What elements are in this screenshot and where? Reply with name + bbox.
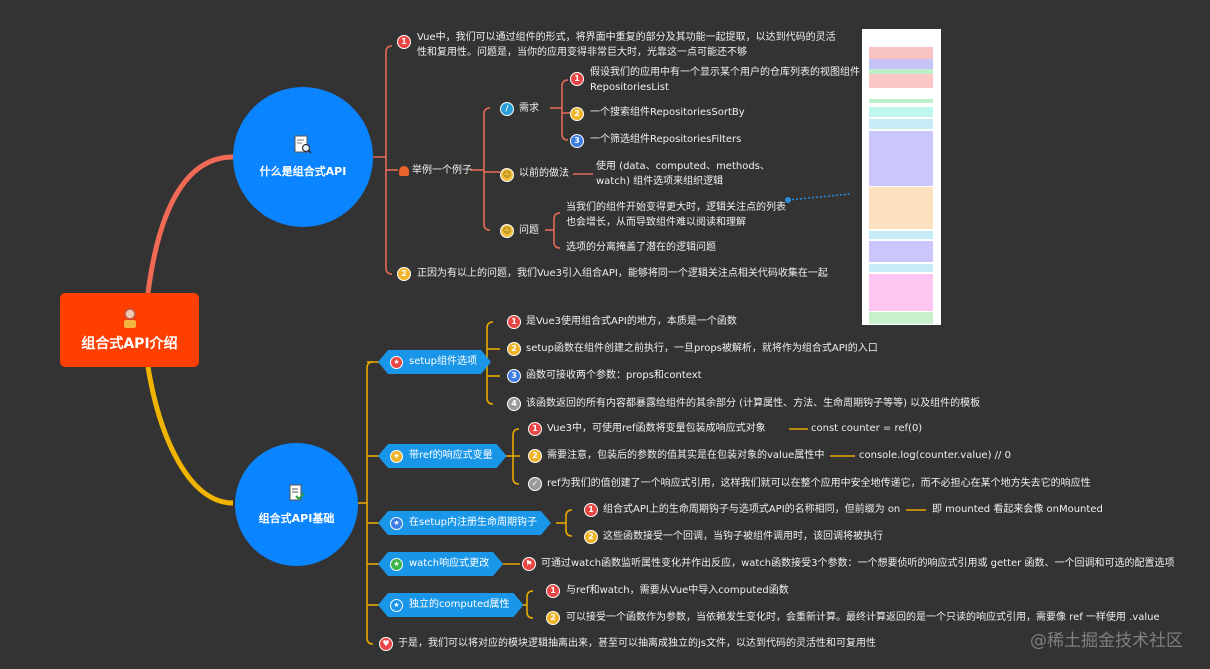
star-icon: ★ xyxy=(390,558,403,571)
smile-icon: ☺ xyxy=(500,168,514,182)
node-label: setup组件选项 xyxy=(409,356,477,367)
setup-option-node[interactable]: ★ setup组件选项 xyxy=(378,350,491,374)
intro-text[interactable]: Vue中，我们可以通过组件的形式，将界面中重复的部分及其功能一起提取，以达到代码… xyxy=(417,32,836,58)
ref-detail[interactable]: 需要注意，包装后的参数的值其实是在包装对象的value属性中 xyxy=(547,450,825,461)
star-icon: ★ xyxy=(390,450,403,463)
node-label: watch响应式更改 xyxy=(409,558,490,569)
branch-composition-api-basics[interactable]: 组合式API基础 xyxy=(235,443,358,566)
priority-3-icon: 3 xyxy=(570,134,584,148)
ref-code-note[interactable]: console.log(counter.value) // 0 xyxy=(859,450,1011,461)
priority-2-icon: 2 xyxy=(546,611,560,625)
priority-2-icon: 2 xyxy=(570,107,584,121)
ref-reactive-node[interactable]: ★ 带ref的响应式变量 xyxy=(378,444,507,468)
priority-1-icon: 1 xyxy=(397,35,411,49)
example-node[interactable]: 举例一个例子 xyxy=(412,165,472,176)
watch-node[interactable]: ★ watch响应式更改 xyxy=(378,552,503,576)
computed-node[interactable]: ★ 独立的computed属性 xyxy=(378,593,523,617)
setup-detail[interactable]: 该函数返回的所有内容都暴露给组件的其余部分 (计算属性、方法、生命周期钩子等等)… xyxy=(526,398,981,409)
check-icon: ✓ xyxy=(528,477,542,491)
priority-1-icon: 1 xyxy=(546,584,560,598)
lifecycle-note[interactable]: 即 mounted 看起来会像 onMounted xyxy=(932,504,1103,515)
watch-detail[interactable]: 可通过watch函数监听属性变化并作出反应，watch函数接受3个参数：一个想要… xyxy=(541,558,1175,569)
document-search-icon xyxy=(294,135,312,154)
bell-icon xyxy=(399,166,409,176)
requirement-node[interactable]: 需求 xyxy=(519,103,539,114)
conclusion-text[interactable]: 正因为有以上的问题，我们Vue3引入组合API，能够将同一个逻辑关注点相关代码收… xyxy=(417,268,828,279)
priority-1-icon: 1 xyxy=(570,72,584,86)
lifecycle-detail[interactable]: 组合式API上的生命周期钩子与选项式API的名称相同，但前缀为 on xyxy=(603,504,901,515)
pencil-icon: / xyxy=(500,102,514,116)
star-icon: ★ xyxy=(390,517,403,530)
previous-approach-detail[interactable]: 使用 (data、computed、methods、watch) 组件选项来组织… xyxy=(596,161,770,187)
watermark: @稀土掘金技术社区 xyxy=(1030,631,1183,651)
priority-1-icon: 1 xyxy=(584,503,598,517)
flag-icon: ⚑ xyxy=(522,557,536,571)
setup-detail[interactable]: setup函数在组件创建之前执行，一旦props被解析，就将作为组合式API的入… xyxy=(526,343,878,354)
branch-what-is-composition-api[interactable]: 什么是组合式API xyxy=(233,87,373,227)
priority-2-icon: 2 xyxy=(584,530,598,544)
requirement-item[interactable]: 假设我们的应用中有一个显示某个用户的仓库列表的视图组件RepositoriesL… xyxy=(590,67,860,93)
node-label: 独立的computed属性 xyxy=(409,599,510,610)
branch-title: 组合式API基础 xyxy=(258,511,335,525)
node-label: 在setup内注册生命周期钩子 xyxy=(409,517,537,528)
star-icon: ★ xyxy=(390,599,403,612)
final-summary[interactable]: 于是，我们可以将对应的模块逻辑抽离出来，甚至可以抽离成独立的js文件，以达到代码… xyxy=(398,638,876,649)
heart-icon: ♥ xyxy=(379,637,393,651)
computed-detail[interactable]: 可以接受一个函数作为参数，当依赖发生变化时，会重新计算。最终计算返回的是一个只读… xyxy=(566,612,1160,623)
star-icon: ★ xyxy=(390,356,403,369)
priority-4-icon: 4 xyxy=(507,397,521,411)
code-thumbnail-image[interactable] xyxy=(862,29,941,325)
setup-detail[interactable]: 函数可接收两个参数：props和context xyxy=(526,370,702,381)
setup-detail[interactable]: 是Vue3使用组合式API的地方，本质是一个函数 xyxy=(526,316,737,327)
branch-title: 什么是组合式API xyxy=(259,165,347,178)
problem-detail[interactable]: 选项的分离掩盖了潜在的逻辑问题 xyxy=(566,242,716,253)
lifecycle-detail[interactable]: 这些函数接受一个回调，当钩子被组件调用时，该回调将被执行 xyxy=(603,531,883,542)
previous-approach-node[interactable]: 以前的做法 xyxy=(519,168,569,179)
priority-2-icon: 2 xyxy=(507,342,521,356)
priority-2-icon: 2 xyxy=(397,267,411,281)
problem-detail[interactable]: 当我们的组件开始变得更大时，逻辑关注点的列表也会增长，从而导致组件难以阅读和理解 xyxy=(566,202,786,228)
ref-code-note[interactable]: const counter = ref(0) xyxy=(811,423,923,434)
requirement-item[interactable]: 一个搜索组件RepositoriesSortBy xyxy=(590,107,745,118)
root-title: 组合式API介绍 xyxy=(81,336,178,352)
computed-detail[interactable]: 与ref和watch，需要从Vue中导入computed函数 xyxy=(566,585,789,596)
requirement-item[interactable]: 一个筛选组件RepositoriesFilters xyxy=(590,134,742,145)
ref-detail[interactable]: ref为我们的值创建了一个响应式引用，这样我们就可以在整个应用中安全地传递它，而… xyxy=(547,478,1091,489)
tongue-face-icon: ☺ xyxy=(500,224,514,238)
root-node[interactable]: 组合式API介绍 xyxy=(60,293,199,367)
priority-2-icon: 2 xyxy=(528,449,542,463)
priority-3-icon: 3 xyxy=(507,369,521,383)
priority-1-icon: 1 xyxy=(528,422,542,436)
lifecycle-hooks-node[interactable]: ★ 在setup内注册生命周期钩子 xyxy=(378,511,551,535)
document-check-icon xyxy=(289,484,305,500)
person-avatar-icon xyxy=(123,308,136,328)
ref-detail[interactable]: Vue3中，可使用ref函数将变量包装成响应式对象 xyxy=(547,423,766,434)
priority-1-icon: 1 xyxy=(507,315,521,329)
node-label: 带ref的响应式变量 xyxy=(409,450,493,461)
problem-node[interactable]: 问题 xyxy=(519,225,539,236)
